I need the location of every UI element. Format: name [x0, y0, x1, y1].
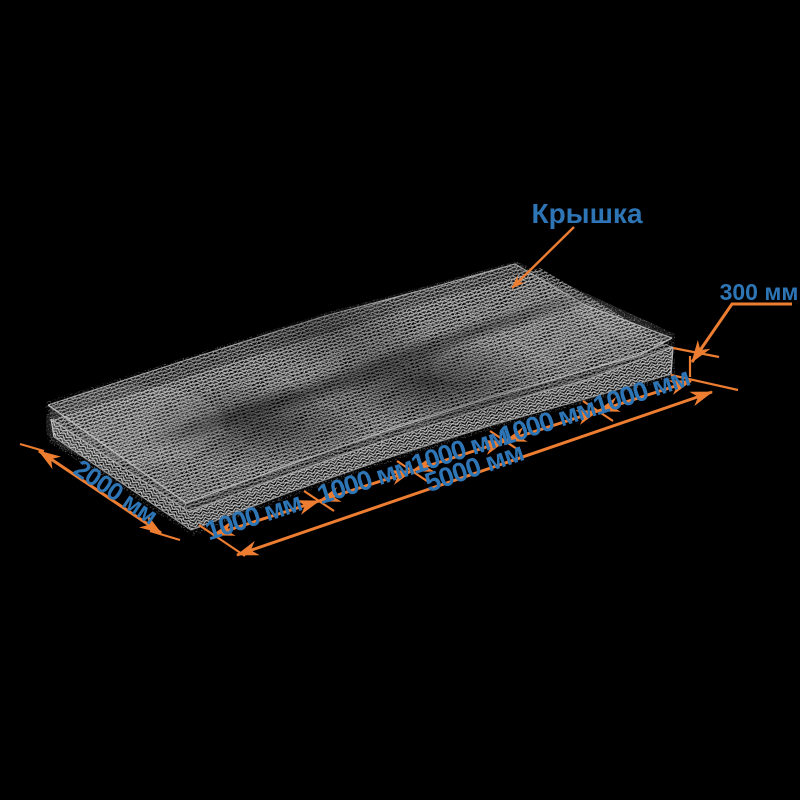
svg-text:Крышка: Крышка [531, 198, 642, 229]
svg-text:300 мм: 300 мм [720, 279, 799, 305]
